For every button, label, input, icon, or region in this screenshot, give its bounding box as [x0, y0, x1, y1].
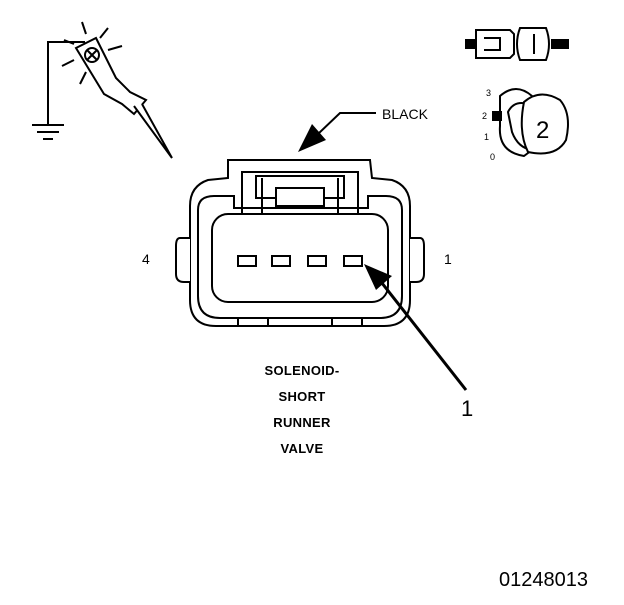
component-name-line-1: SOLENOID- [265, 363, 340, 378]
callout-number: 1 [461, 396, 473, 421]
callout-leader [376, 277, 468, 391]
dial-scale-3: 3 [486, 88, 491, 98]
figure-id: 01248013 [499, 569, 588, 591]
component-name-line-4: VALVE [281, 441, 324, 456]
dial-scale-2: 2 [482, 111, 487, 121]
dial-scale-1: 1 [484, 132, 489, 142]
test-light-probe-icon [32, 21, 173, 159]
terminal-cavity-4 [237, 255, 257, 267]
color-label-arrowhead [298, 124, 326, 152]
pin-number-left: 4 [142, 251, 150, 267]
connector-face [175, 159, 425, 327]
dial-scale-0: 0 [490, 152, 495, 162]
test-plug-icon [465, 27, 569, 61]
terminal-cavity-3 [271, 255, 291, 267]
terminal-cavity-1 [343, 255, 363, 267]
callout-arrowhead [364, 264, 392, 290]
component-name-line-2: SHORT [279, 389, 326, 404]
selector-dial-icon [492, 88, 569, 158]
terminal-cavities [237, 255, 363, 267]
terminal-cavity-2 [307, 255, 327, 267]
pin-number-right: 1 [444, 251, 452, 267]
connector-color-label: BLACK [382, 106, 429, 122]
component-name-line-3: RUNNER [273, 415, 331, 430]
color-label-leader [317, 112, 376, 135]
dial-digit: 2 [536, 117, 549, 144]
